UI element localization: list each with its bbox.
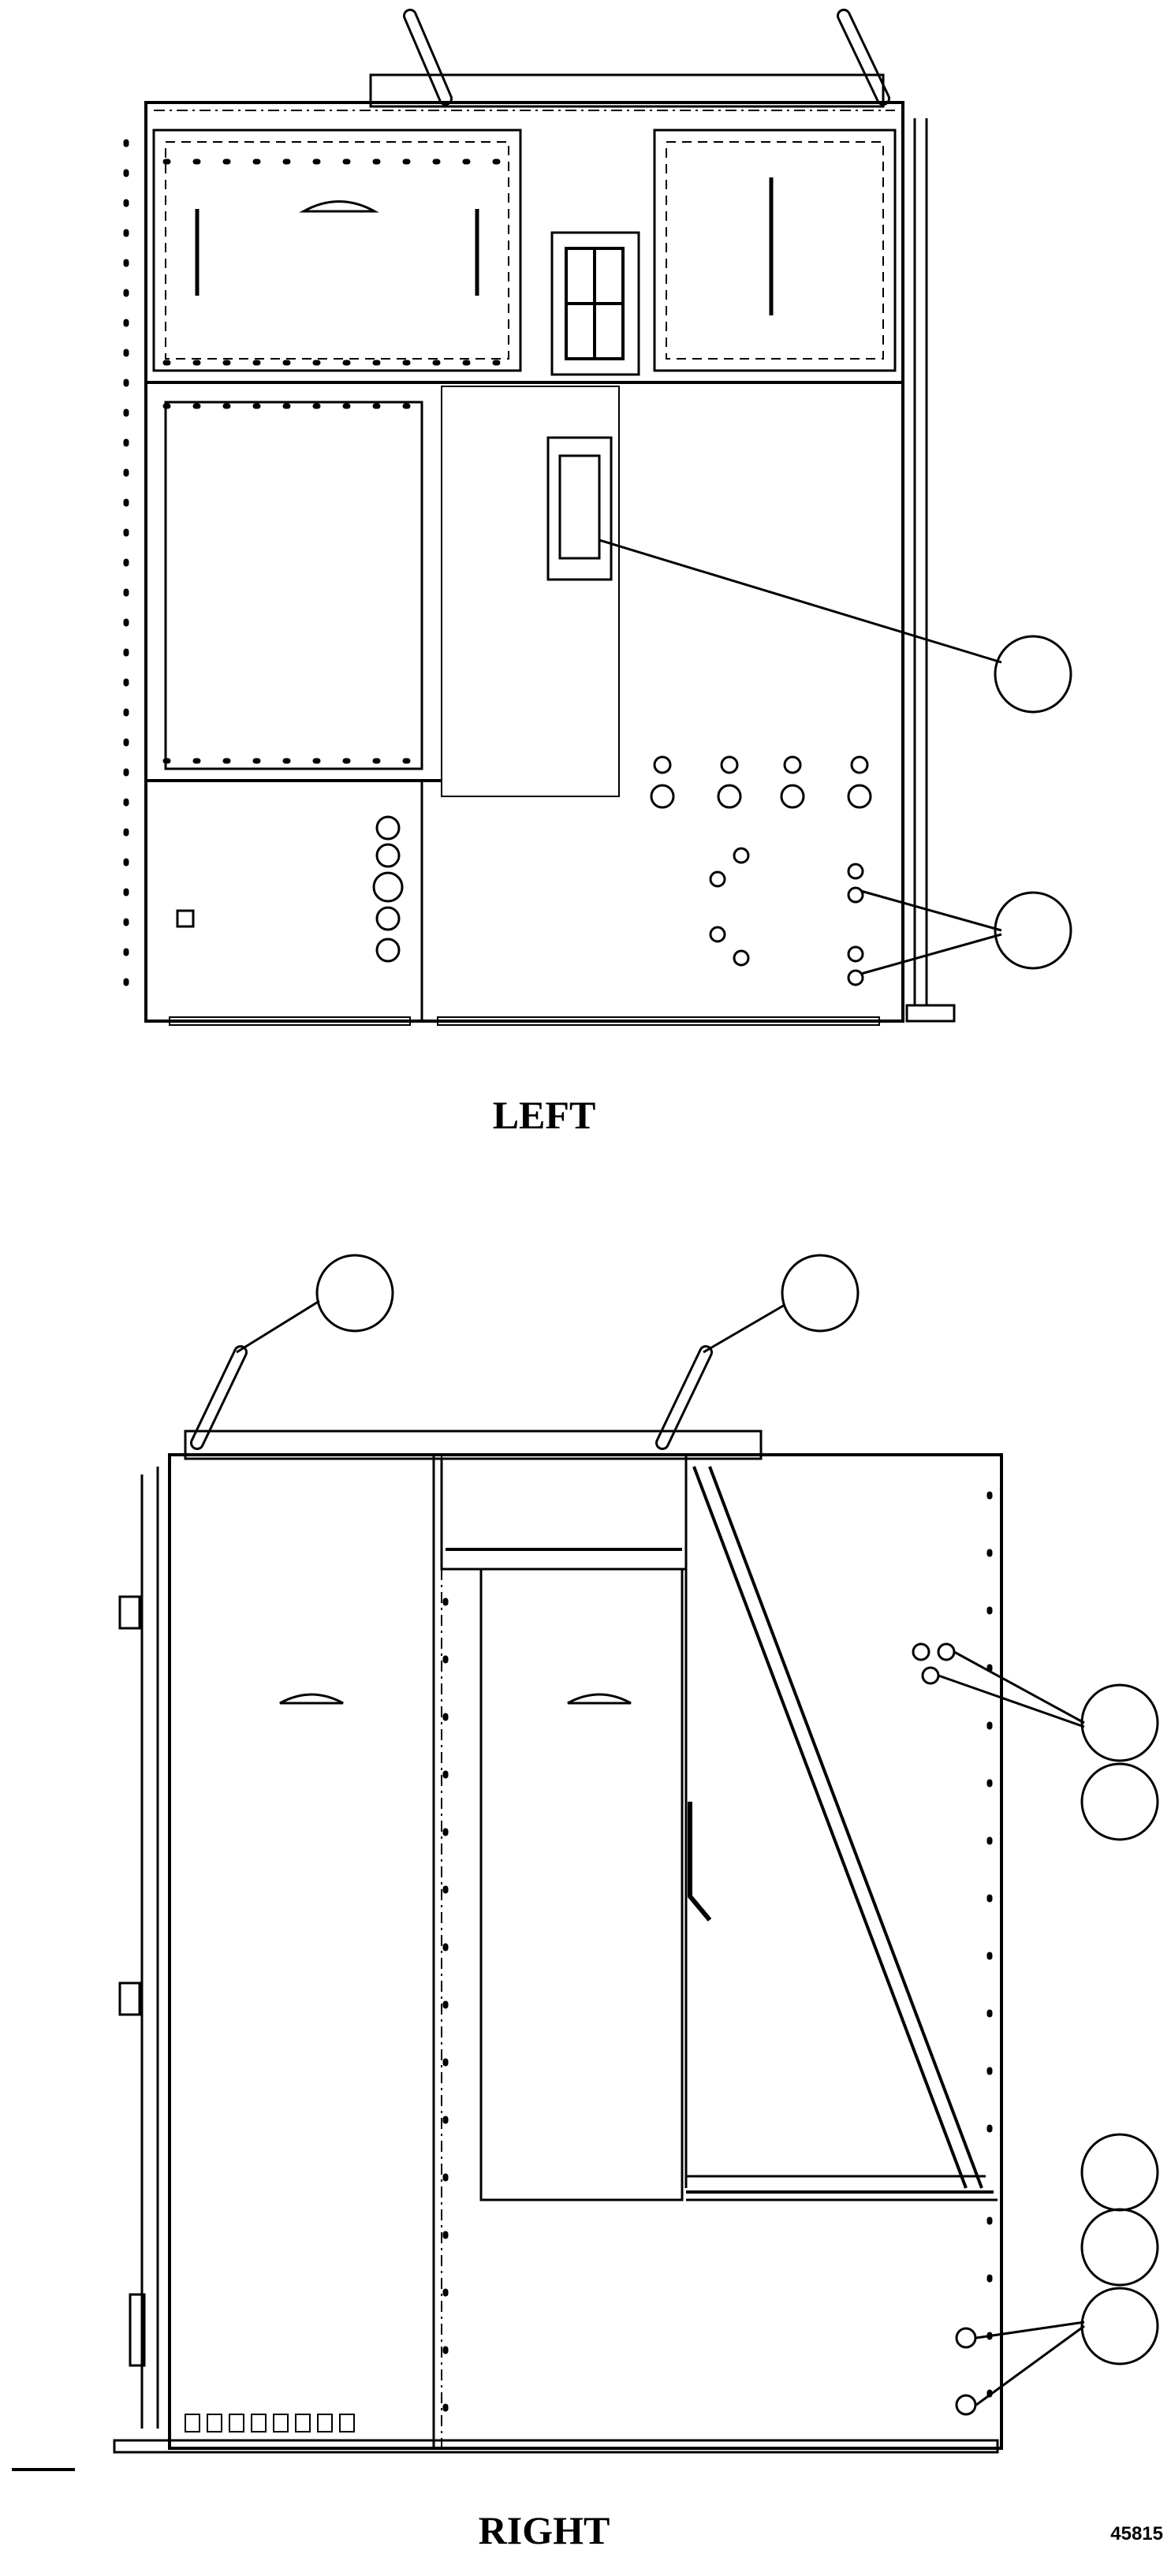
lifting-handle (403, 9, 453, 106)
right-view (12, 1254, 1159, 2471)
enclosure-outline (168, 1453, 1003, 2450)
leader-line (236, 1299, 320, 1354)
lifting-handle (190, 1345, 248, 1450)
callout-bubble (315, 1254, 394, 1333)
indicator-row (185, 2414, 355, 2432)
callout-bubble (1080, 2208, 1159, 2287)
latch (688, 1802, 712, 1922)
top-rail (369, 73, 885, 108)
panel-handle (299, 200, 379, 213)
access-panel (152, 129, 522, 372)
callout-bubble (994, 635, 1072, 714)
callout-bubble (994, 891, 1072, 970)
fitting-column (372, 815, 404, 963)
leader-line (703, 1303, 785, 1354)
diagonal-strut (692, 1466, 968, 2189)
callout-bubble (1080, 2133, 1159, 2212)
panel-handle (279, 1693, 344, 1705)
vent (550, 231, 640, 376)
callout-bubble (781, 1254, 860, 1333)
leader-line (938, 1674, 1085, 1728)
figure-number: 45815 (1110, 2523, 1163, 2544)
leader-line (860, 889, 1002, 932)
center-plate (441, 386, 620, 797)
leader-line (975, 2324, 1085, 2406)
center-door (479, 1568, 684, 2201)
view-label-right: RIGHT (478, 2508, 610, 2552)
leader-line (599, 539, 1002, 664)
side-hinges (118, 1595, 146, 2367)
leader-line (953, 1650, 1085, 1724)
lifting-handle (837, 9, 890, 106)
view-label-left: LEFT (492, 1093, 596, 1137)
callout-bubble (1080, 1683, 1159, 1762)
panel-handle (567, 1693, 632, 1705)
lifting-handle (655, 1345, 713, 1450)
callout-bubble (1080, 1762, 1159, 1841)
leader-line (975, 2321, 1085, 2339)
access-panel (164, 401, 423, 770)
access-panel (653, 129, 897, 372)
left-view (123, 9, 1072, 1026)
callout-bubble (1080, 2287, 1159, 2365)
leader-line (860, 933, 1002, 975)
enclosure-outline (144, 101, 904, 1023)
fitting-row (650, 755, 872, 986)
